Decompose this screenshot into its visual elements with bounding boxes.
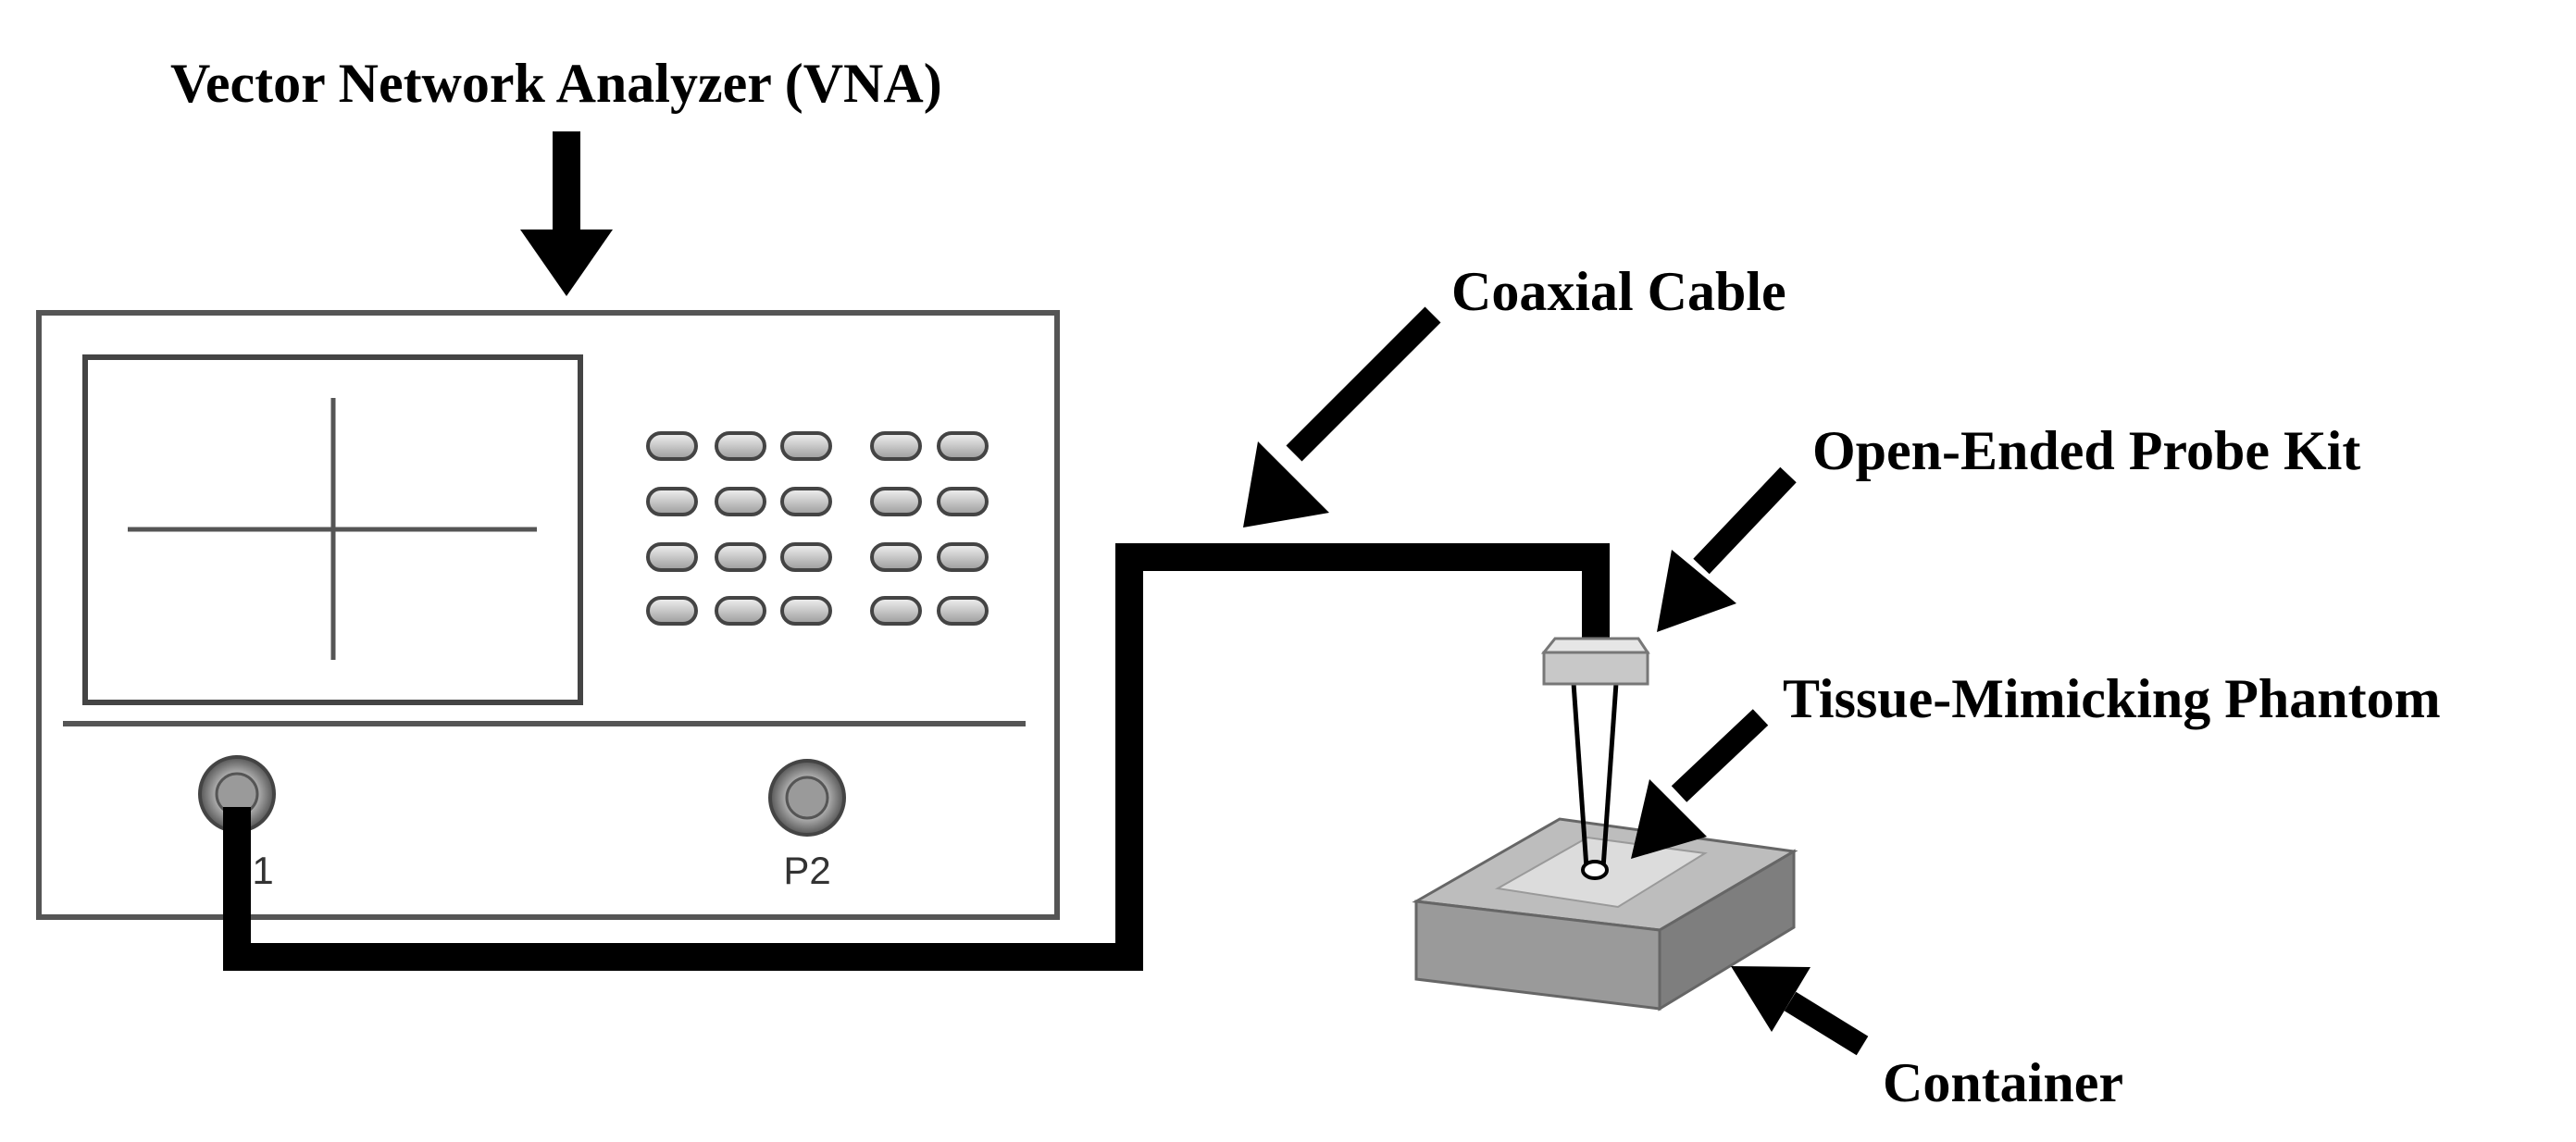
cable-arrow-shaft: [1286, 306, 1441, 462]
keypad-key: [937, 431, 989, 461]
keypad-key: [646, 542, 698, 572]
phantom-arrow-shaft: [1671, 709, 1769, 802]
keypad-key: [715, 431, 766, 461]
phantom-arrow: [1631, 709, 1769, 859]
keypad-key: [870, 596, 922, 626]
keypad-key: [937, 487, 989, 516]
keypad-key: [870, 542, 922, 572]
probe-stem-left: [1571, 682, 1589, 869]
keypad-key: [870, 487, 922, 516]
keypad-key: [715, 596, 766, 626]
vna-label: Vector Network Analyzer (VNA): [170, 53, 942, 114]
container-arrow-head: [1731, 966, 1811, 1032]
container-label: Container: [1883, 1052, 2123, 1113]
probe-kit-label: Open-Ended Probe Kit: [1812, 420, 2360, 481]
container-side-face: [1658, 849, 1796, 1012]
keypad-key: [780, 431, 832, 461]
probe-arrow-shaft: [1693, 466, 1797, 575]
container-arrow: [1731, 966, 1869, 1056]
phantom-arrow-head: [1631, 779, 1707, 859]
keypad-key: [646, 487, 698, 516]
probe-stem-right: [1600, 682, 1619, 869]
probe-tip: [1581, 860, 1609, 880]
keypad-key: [646, 596, 698, 626]
probe-arrow: [1657, 466, 1797, 632]
keypad-key: [937, 542, 989, 572]
port-p2-label: P2: [783, 849, 830, 892]
probe-block: [1542, 651, 1649, 686]
keypad-key: [646, 431, 698, 461]
cable-arrow-head: [1243, 441, 1329, 528]
keypad-key: [780, 596, 832, 626]
port-p2: [768, 759, 846, 837]
probe-arrow-head: [1657, 550, 1736, 632]
keypad-key: [780, 487, 832, 516]
keypad-key: [870, 431, 922, 461]
coaxial-cable: [223, 543, 1610, 971]
cable-arrow: [1243, 306, 1441, 528]
port-p2-inner: [785, 776, 829, 820]
coaxial-cable-label: Coaxial Cable: [1451, 261, 1786, 322]
keypad-key: [715, 487, 766, 516]
keypad-key: [780, 542, 832, 572]
keypad-key: [715, 542, 766, 572]
vna-keypad: [646, 431, 989, 626]
open-ended-probe: [1540, 637, 1650, 880]
vna-arrow: [520, 131, 613, 296]
probe-block-top: [1540, 637, 1650, 654]
keypad-key: [937, 596, 989, 626]
container-arrow-shaft: [1784, 991, 1869, 1056]
vna-arrow-head: [520, 230, 613, 296]
phantom-label: Tissue-Mimicking Phantom: [1783, 668, 2441, 729]
vna-device: P1 P2: [36, 310, 1060, 920]
